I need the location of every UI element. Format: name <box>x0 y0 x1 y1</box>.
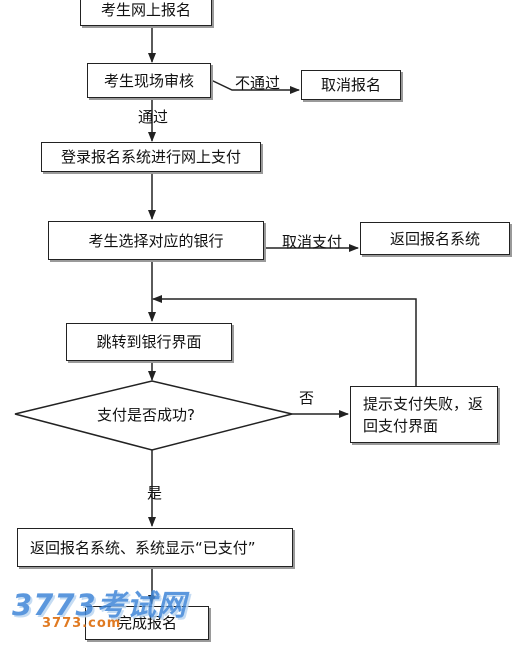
watermark-brand-text: 3773考试网 <box>12 588 187 622</box>
edge-label-yes: 是 <box>147 484 163 502</box>
edge-label-not-pass: 不通过 <box>235 74 281 92</box>
edge-label-cancel-pay: 取消支付 <box>282 233 343 251</box>
node-login-pay: 登录报名系统进行网上支付 <box>41 142 261 172</box>
node-onsite-review: 考生现场审核 <box>87 63 211 98</box>
site-watermark-logo: 3773考试网 3773.com <box>12 582 186 642</box>
node-return-system: 返回报名系统 <box>360 222 510 255</box>
node-complete: 完成报名 <box>85 606 209 640</box>
node-online-register: 考生网上报名 <box>80 0 212 26</box>
arrow-fail-retry-loop <box>152 295 417 386</box>
node-pay-fail: 提示支付失败，返回支付界面 <box>350 386 498 443</box>
arrow-review-to-cancel <box>210 79 300 94</box>
watermark-domain-text: 3773.com <box>42 616 122 631</box>
edge-label-pass: 通过 <box>138 108 169 126</box>
node-jump-bank: 跳转到银行界面 <box>66 323 232 361</box>
node-show-paid: 返回报名系统、系统显示“已支付” <box>17 528 293 567</box>
node-cancel-register: 取消报名 <box>301 70 401 100</box>
decision-pay-success-text: 支付是否成功? <box>97 406 195 424</box>
edge-label-no: 否 <box>299 389 315 407</box>
node-choose-bank: 考生选择对应的银行 <box>48 221 264 260</box>
